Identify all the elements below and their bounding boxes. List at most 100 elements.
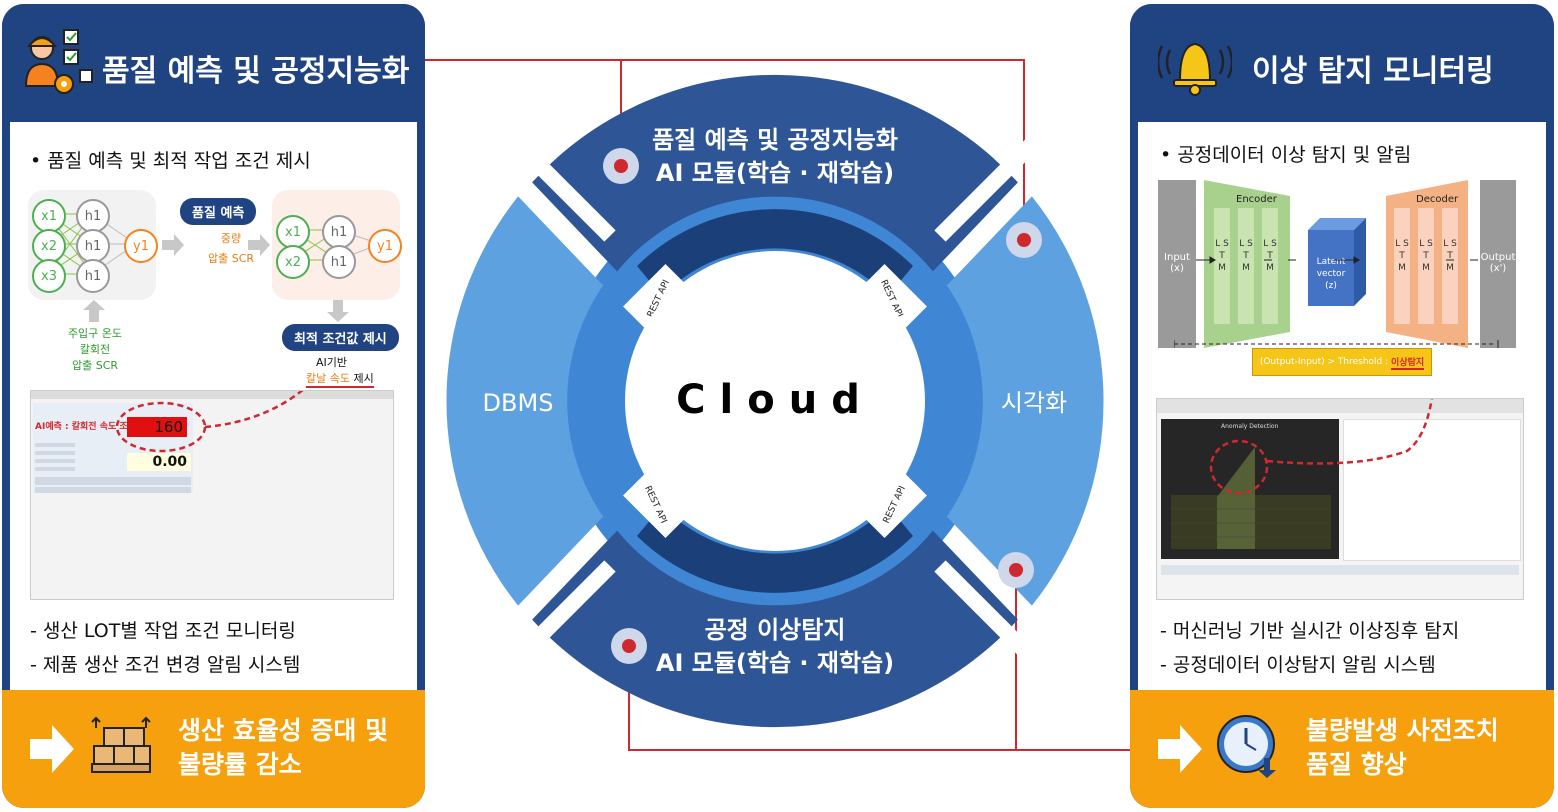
ring-gaps <box>494 120 1056 682</box>
arrow-right-icon <box>30 725 74 773</box>
optimal-pill: 최적 조건값 제시 <box>282 324 399 351</box>
ring-right-label: 시각화 <box>1001 389 1067 417</box>
lstm-cell: L S T M <box>1394 208 1410 324</box>
ring-bottom-line1: 공정 이상탐지 <box>705 616 846 644</box>
ring-top-line2: AI 모듈(학습 · 재학습) <box>656 159 894 187</box>
connector-dot <box>998 552 1034 588</box>
ai-prediction-text: AI예측 : 칼회전 속도 조정 <box>35 422 136 432</box>
latent-label-line: Latent <box>1316 257 1346 267</box>
encoder-label: Encoder <box>1236 194 1277 205</box>
clock-icon <box>1217 715 1276 778</box>
right-panel-footer: 불량발생 사전조치 품질 향상 <box>1130 690 1554 808</box>
threshold-box: (Output-Input) > Threshold : 이상탐지 <box>1252 348 1432 376</box>
output-sub-label: (x') <box>1489 263 1507 274</box>
left-item-1: - 생산 LOT별 작업 조건 모니터링 <box>30 620 296 642</box>
ai-recommend-line: 칼날 속도 제시 <box>306 370 374 388</box>
lstm-cell: L S T M <box>1214 208 1230 324</box>
nn-node-x2: x2 <box>276 245 310 279</box>
latent-label-line: vector <box>1316 269 1346 279</box>
lstm-cell: L S T M <box>1418 208 1434 324</box>
right-panel-title: 이상 탐지 모니터링 <box>1252 54 1494 89</box>
ring-top-line1: 품질 예측 및 공정지능화 <box>652 126 898 154</box>
boxes-pallet-icon <box>91 716 151 773</box>
nn-node-h1: h1 <box>76 229 110 263</box>
nn-node-x1: x1 <box>276 215 310 249</box>
ring-inner-top-arc <box>637 209 913 296</box>
ring-segment-left <box>446 196 604 606</box>
left-footer-line1: 생산 효율성 증대 및 <box>178 716 389 745</box>
nn-node-y1: y1 <box>124 229 158 263</box>
input-label-temp: 주입구 온도 <box>67 327 123 340</box>
left-item-2: - 제품 생산 조건 변경 알림 시스템 <box>30 654 301 676</box>
left-panel-title: 품질 예측 및 공정지능화 <box>102 54 410 89</box>
anomaly-chart-plot <box>1171 447 1331 549</box>
monitoring-screenshot: AI예측 : 칼회전 속도 조정 160 0.00 <box>30 390 394 600</box>
input-label-scr: 압출 SCR <box>71 359 119 372</box>
lstm-cell: L S T M <box>1262 208 1278 324</box>
connector-dot <box>603 148 639 184</box>
output-block: Output (x') <box>1480 180 1516 348</box>
input-block: Input (x) <box>1158 180 1196 348</box>
left-panel-header: 품질 예측 및 공정지능화 <box>2 4 425 122</box>
left-panel: 품질 예측 및 공정지능화 • 품질 예측 및 최적 작업 조건 제시 x1 x… <box>2 4 425 808</box>
latent-label-line: (z) <box>1325 281 1337 291</box>
predict-pill: 품질 예측 <box>180 198 257 225</box>
input-label: Input <box>1164 252 1190 263</box>
left-panel-body: • 품질 예측 및 최적 작업 조건 제시 x1 x2 x3 h1 h1 h1 … <box>10 122 417 690</box>
nn-node-h1: h1 <box>76 259 110 293</box>
predict-item-weight: 중량 <box>220 232 242 245</box>
value-display-small: 0.00 <box>127 453 191 471</box>
alarm-bell-icon <box>1158 42 1232 96</box>
ring-inner-bottom-arc <box>637 506 913 593</box>
engineer-gear-icon <box>24 29 93 94</box>
anomaly-monitor-screenshot: Anomaly Detection <box>1156 398 1524 600</box>
nn-node-h1: h1 <box>322 215 356 249</box>
neural-net-output-box: x1 x2 h1 h1 y1 <box>272 190 402 300</box>
input-label-knife: 칼회전 <box>79 343 111 356</box>
lstm-cell: L S T M <box>1238 208 1254 324</box>
threshold-text: (Output-Input) > Threshold : <box>1259 357 1389 367</box>
nn-node-h1: h1 <box>322 245 356 279</box>
right-footer-line1: 불량발생 사전조치 <box>1306 716 1499 745</box>
anomaly-table <box>1343 419 1521 561</box>
right-item-1: - 머신러닝 기반 실시간 이상징후 탐지 <box>1160 620 1460 642</box>
nn-node-h1: h1 <box>76 199 110 233</box>
arrow-right-icon <box>248 234 270 256</box>
right-bullet-text: 공정데이터 이상 탐지 및 알림 <box>1177 144 1412 166</box>
right-panel-body: • 공정데이터 이상 탐지 및 알림 Input (x) Encoder L S… <box>1138 122 1546 690</box>
output-label: Output <box>1480 252 1516 263</box>
recommend-text: 제시 <box>353 372 374 385</box>
predict-item-scr: 압출 SCR <box>207 252 255 265</box>
left-bullet-text: 품질 예측 및 최적 작업 조건 제시 <box>47 150 311 172</box>
threshold-result: 이상탐지 <box>1391 355 1425 370</box>
right-panel: 이상 탐지 모니터링 • 공정데이터 이상 탐지 및 알림 Input (x) … <box>1130 4 1554 808</box>
right-footer-line2: 품질 향상 <box>1306 750 1407 779</box>
screenshot-annotations <box>1209 399 1434 495</box>
screenshot-titlebar <box>31 391 393 399</box>
input-sub-label: (x) <box>1170 263 1184 274</box>
value-display-big: 160 <box>127 417 187 437</box>
lstm-cell: L S T M <box>1442 208 1458 324</box>
nn-node-x2: x2 <box>32 229 66 263</box>
ring-segment-top <box>532 74 1018 272</box>
ring-bottom-line2: AI 모듈(학습 · 재학습) <box>656 649 894 677</box>
anomaly-chart-title: Anomaly Detection <box>1221 423 1279 430</box>
arrow-down-icon <box>327 300 349 322</box>
autoencoder-arrows <box>1174 256 1499 348</box>
connector-dot <box>611 628 647 664</box>
nn-node-y1: y1 <box>368 229 402 263</box>
left-bullet: • 품질 예측 및 최적 작업 조건 제시 <box>30 150 311 172</box>
cloud-center <box>625 251 925 551</box>
nn-node-x1: x1 <box>32 199 66 233</box>
screenshot-annotations <box>35 391 304 493</box>
left-footer-line2: 불량률 감소 <box>178 750 302 779</box>
neural-net-input-box: x1 x2 x3 h1 h1 h1 y1 <box>28 190 158 300</box>
connector-dot <box>1006 222 1042 258</box>
ring-left-label: DBMS <box>483 389 554 417</box>
right-item-2: - 공정데이터 이상탐지 알림 시스템 <box>1160 654 1436 676</box>
latent-vector-block <box>1308 218 1366 306</box>
latent-label: Latent vector (z) <box>1308 256 1354 292</box>
cloud-ring-diagram: REST API REST API REST API REST API Clou… <box>446 74 1104 728</box>
ring-segment-right <box>946 196 1104 606</box>
left-panel-footer: 생산 효율성 증대 및 불량률 감소 <box>2 690 425 808</box>
